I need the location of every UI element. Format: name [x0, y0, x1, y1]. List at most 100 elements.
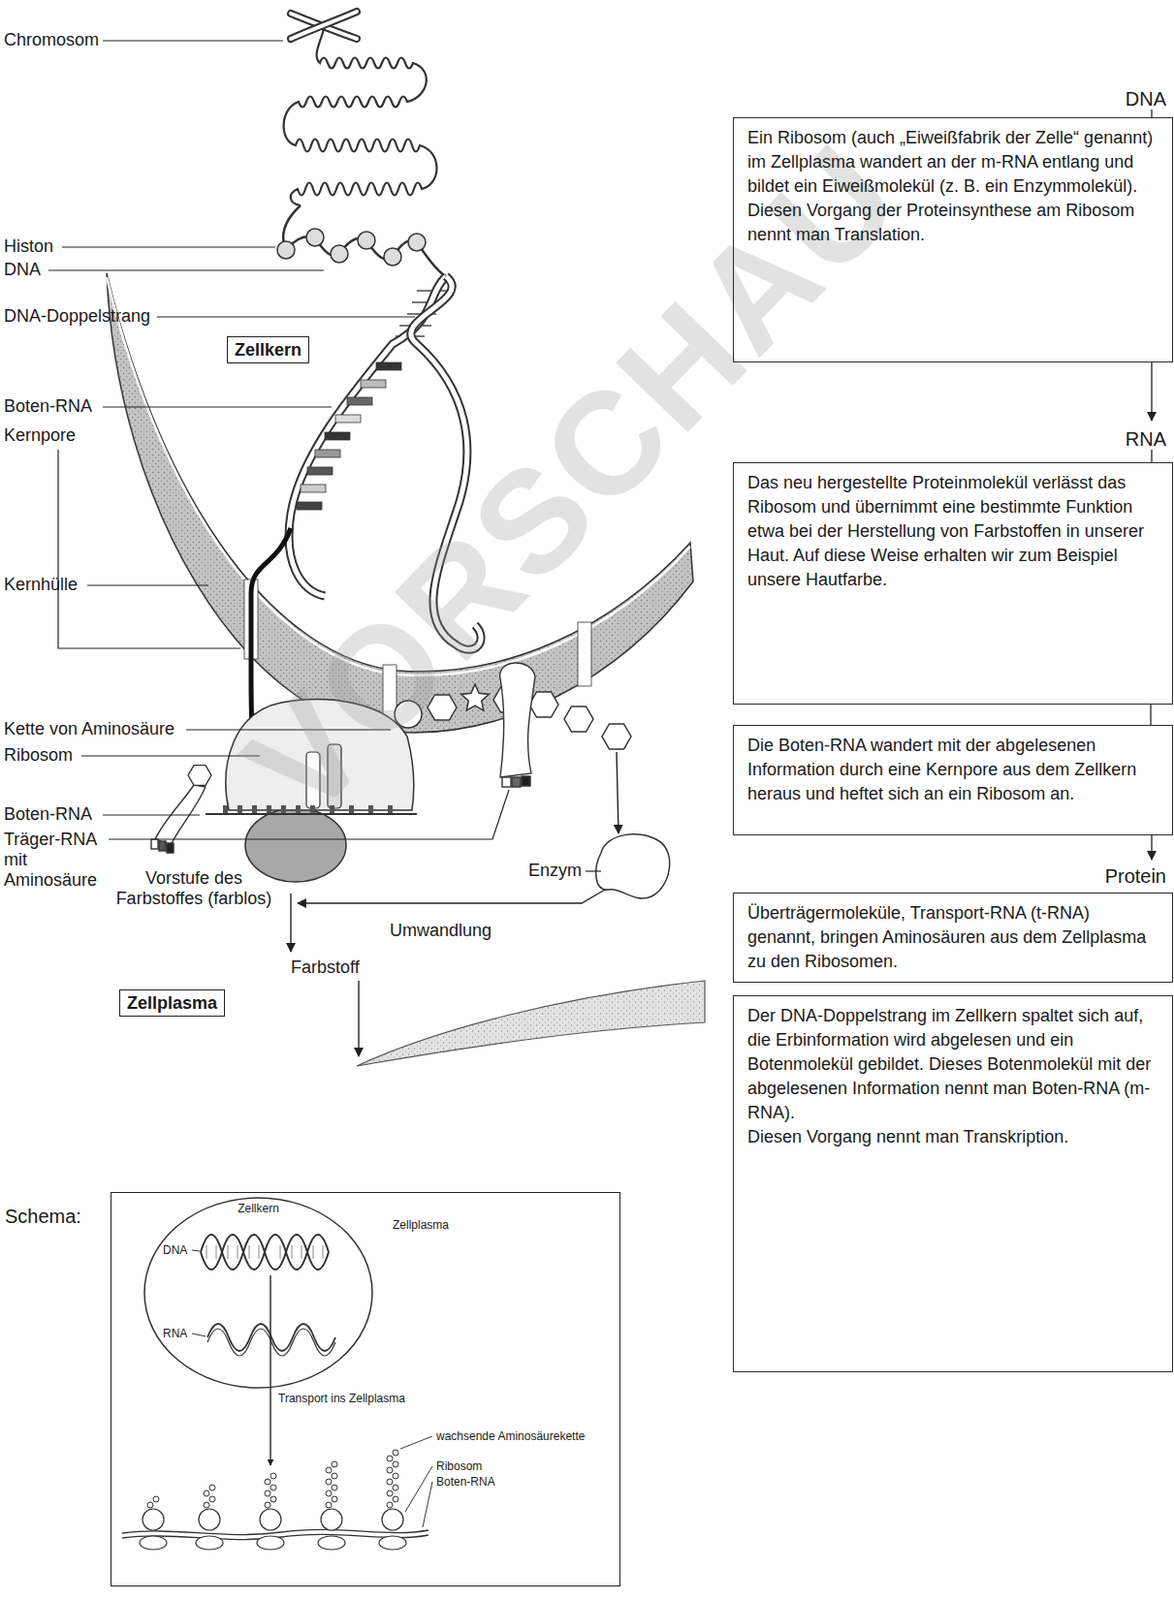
- ribosome: [252, 805, 257, 814]
- node-text: Zellkern: [143, 1202, 374, 1216]
- schema-drawing: [209, 1485, 216, 1492]
- node-text: Diesen Vorgang nennt man Transkription.: [747, 1125, 1159, 1150]
- node-text: Überträgermoleküle, Transport-RNA (t-RNA…: [747, 901, 1159, 975]
- enzyme: [596, 834, 670, 899]
- transfer-rna: [166, 843, 174, 854]
- schema-drawing: [331, 1473, 338, 1480]
- leader-line: [102, 406, 332, 408]
- leader-line: [102, 39, 284, 41]
- part-label: Umwandlung: [389, 920, 492, 942]
- ribosome: [368, 805, 374, 814]
- flow-line: [1150, 109, 1152, 118]
- rna-bases: [376, 362, 402, 371]
- flow-line: [1150, 835, 1152, 860]
- leader-line: [81, 755, 260, 757]
- process-arrow: [297, 889, 605, 904]
- part-label: Farbstoff: [290, 957, 360, 979]
- schema-drawing: [317, 1536, 346, 1551]
- cell-membrane: [356, 981, 705, 1067]
- ribosome: [387, 805, 393, 814]
- schema-drawing: [320, 1509, 343, 1531]
- flow-label: DNA: [1125, 87, 1167, 111]
- part-label: Zellplasma: [392, 1218, 449, 1233]
- text-box: Ein Ribosom (auch „Eiweißfabrik der Zell…: [732, 117, 1174, 363]
- schema-drawing: [122, 1235, 433, 1551]
- chromosome: [290, 11, 357, 39]
- transfer-rna: [521, 776, 531, 787]
- schema-drawing: [191, 1333, 206, 1337]
- leader-line: [102, 814, 200, 816]
- node-text: Der DNA-Doppelstrang im Zellkern spaltet…: [747, 1004, 1159, 1126]
- schema-drawing: [270, 1473, 277, 1480]
- part-label: Boten-RNA: [3, 396, 93, 417]
- text-box: Die Boten-RNA wandert mit der abgelesene…: [732, 725, 1174, 836]
- leader-line: [48, 269, 324, 271]
- transfer-rna: [500, 663, 536, 778]
- nucleus-outline: [143, 1197, 374, 1390]
- part-label: DNA-Doppelstrang: [3, 306, 151, 327]
- region-tag: Zellkern: [226, 336, 310, 364]
- part-label: Träger-RNA mit Aminosäure: [3, 829, 105, 891]
- schema-drawing: [331, 1461, 338, 1468]
- schema-drawing: [325, 1491, 332, 1497]
- schema-drawing: [270, 1496, 277, 1503]
- rna-bases: [324, 432, 350, 441]
- schema-drawing: [139, 1509, 407, 1551]
- flow-line: [1150, 449, 1152, 463]
- part-label: Boten-RNA: [3, 804, 93, 825]
- nucleus-ellipse: Zellkern: [143, 1197, 374, 1390]
- part-label: Enzym: [528, 860, 582, 882]
- process-arrow: [357, 981, 359, 1057]
- schema-drawing: [147, 1450, 399, 1509]
- schema-drawing: [122, 1529, 429, 1535]
- part-label: Kette von Aminosäure: [3, 719, 175, 740]
- node-text: Zellkern: [234, 338, 302, 362]
- histone: [357, 231, 376, 250]
- schema-drawing: [386, 1491, 393, 1497]
- schema-drawing: [400, 1436, 433, 1450]
- chromatin-fiber: [283, 29, 446, 277]
- rna-bases: [347, 397, 373, 406]
- node-text: Das neu hergestellte Proteinmolekül verl…: [747, 471, 1159, 593]
- part-label: Vorstufe des Farbstoffes (farblos): [106, 868, 282, 910]
- schema-drawing: [325, 1502, 332, 1509]
- schema-drawing: [207, 1329, 336, 1357]
- schema-drawing: [392, 1450, 399, 1457]
- histone: [306, 228, 324, 247]
- process-arrow: [616, 752, 619, 834]
- process-arrow: [289, 893, 291, 952]
- histone: [277, 241, 295, 259]
- chromatin-fiber: [284, 29, 438, 206]
- rna-bases: [360, 380, 386, 388]
- schema-drawing: [147, 1502, 154, 1509]
- ribosome: [266, 805, 272, 814]
- schema-drawing: [191, 1250, 200, 1252]
- schema-drawing: [386, 1479, 393, 1486]
- part-label: Chromosom: [3, 30, 99, 51]
- ribosome: [237, 805, 243, 814]
- transfer-rna: [511, 777, 521, 788]
- schema-drawing: [200, 1235, 329, 1270]
- connector: [1149, 704, 1151, 726]
- part-label: Transport ins Zellplasma: [278, 1392, 406, 1406]
- schema-drawing: [331, 1496, 338, 1503]
- part-label: Histon: [3, 236, 54, 257]
- part-label: DNA: [3, 259, 41, 281]
- schema-drawing: [142, 1509, 164, 1531]
- schema-drawing: [392, 1485, 399, 1492]
- flow-label: RNA: [1125, 427, 1167, 451]
- node-text: Die Boten-RNA wandert mit der abgelesene…: [747, 733, 1159, 807]
- rna-bases: [315, 449, 341, 458]
- text-box: Das neu hergestellte Proteinmolekül verl…: [732, 462, 1174, 705]
- part-label: RNA: [162, 1327, 188, 1341]
- schema-drawing: [405, 1466, 433, 1513]
- part-label: Kernhülle: [3, 574, 78, 596]
- schema-drawing: [392, 1473, 399, 1480]
- part-label: Ribosom: [436, 1459, 482, 1474]
- schema-drawing: [195, 1536, 223, 1551]
- transfer-rna: [502, 777, 511, 788]
- flow-line: [1150, 109, 1152, 860]
- chromosome: [290, 11, 357, 39]
- schema-drawing: [203, 1502, 210, 1509]
- transfer-rna: [158, 841, 166, 852]
